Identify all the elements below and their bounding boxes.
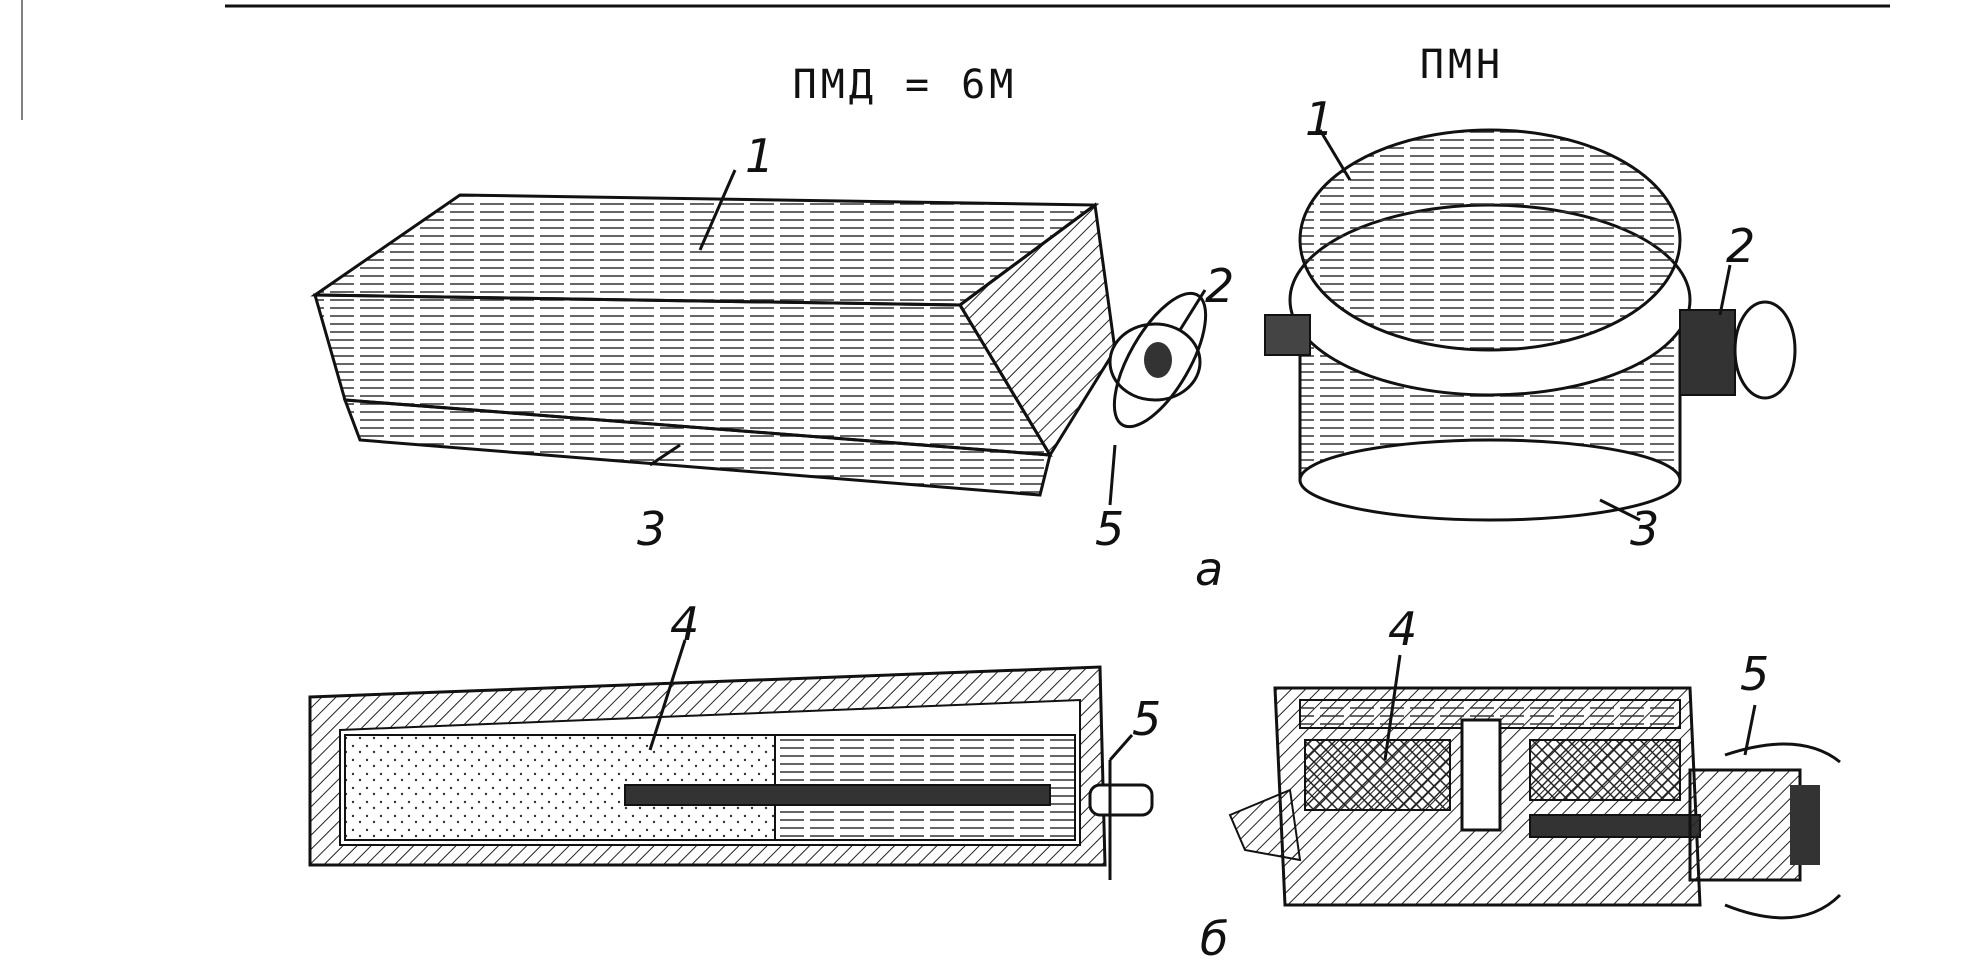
pmd-section-callout-4: 4 — [670, 597, 699, 651]
pmn-callout-1: 1 — [1305, 92, 1334, 146]
pmn-charge-right — [1529, 739, 1681, 801]
pmn-ring-top — [1724, 742, 1841, 764]
pmn-fuze-cap-section — [1790, 785, 1820, 865]
pmd-pull-ring — [1112, 291, 1208, 429]
pmn-section-callout-5: 5 — [1740, 647, 1769, 701]
title-pmn: ПМН — [1420, 42, 1504, 88]
row-label-b: б — [1200, 912, 1228, 962]
pmn-section — [1228, 686, 1842, 920]
pmn-bottom-rim — [1298, 438, 1682, 522]
pmn-callout-2: 2 — [1726, 219, 1755, 273]
pmn-central-striker — [1460, 718, 1502, 832]
pmn-ring-bottom — [1724, 893, 1842, 920]
pmd-callout-5: 5 — [1095, 502, 1124, 556]
pmd-callout-1: 1 — [745, 129, 774, 183]
pmd-callout-3: 3 — [637, 502, 666, 556]
pmd-base — [342, 398, 1052, 497]
pmn-fuze-housing — [1679, 309, 1736, 396]
pmn-callout-3: 3 — [1630, 502, 1659, 556]
pmd-box-exterior — [310, 193, 1208, 497]
pmd-lid-top — [310, 193, 1100, 307]
pmd-callout-2: 2 — [1205, 259, 1234, 313]
pmd-section-callout-5: 5 — [1132, 692, 1161, 746]
pmn-section-callout-4: 4 — [1388, 602, 1417, 656]
pmn-mine-exterior — [1264, 128, 1797, 522]
pmn-side-plug — [1264, 314, 1311, 356]
row-label-a: а — [1195, 542, 1223, 596]
pmn-side-plug-section — [1228, 788, 1302, 862]
pmn-fuze-ring — [1733, 300, 1797, 400]
pmd-section — [308, 665, 1154, 880]
pmd-striker-rod — [624, 784, 1051, 806]
pmn-fuze-section — [1688, 768, 1802, 882]
pmn-charge-left — [1304, 739, 1451, 811]
pmd-fuze-cap — [1144, 342, 1172, 378]
pmn-pressure-lid — [1298, 128, 1682, 352]
pmd-fuze-head — [1088, 783, 1154, 817]
pmn-firing-rod — [1529, 814, 1701, 838]
title-pmd: ПМД = 6М — [793, 62, 1018, 108]
